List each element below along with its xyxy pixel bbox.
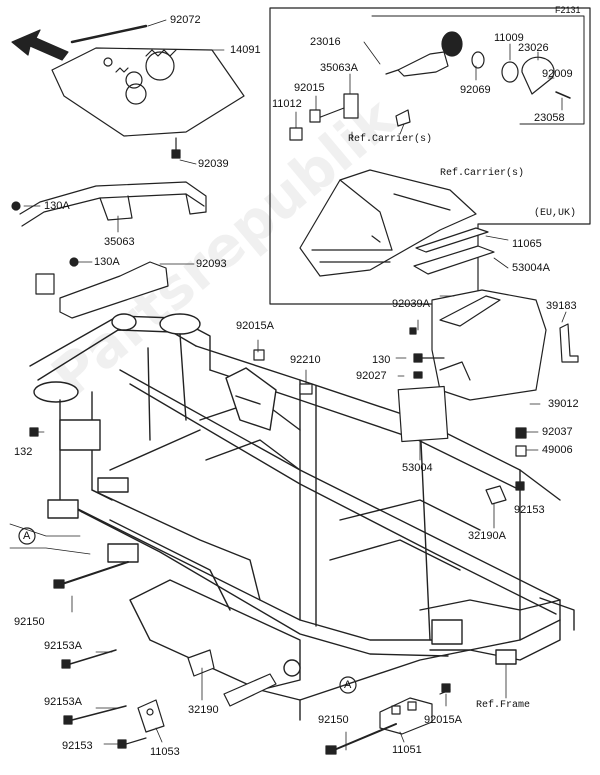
label-92039a: 92039A	[392, 298, 430, 310]
label-39012: 39012	[548, 398, 579, 410]
region-label: (EU,UK)	[534, 208, 577, 219]
label-11012: 11012	[272, 98, 302, 110]
label-92015: 92015	[294, 82, 325, 94]
label-11051: 11051	[392, 744, 422, 756]
label-a-left: A	[23, 530, 31, 542]
label-132: 132	[14, 446, 33, 458]
label-92037: 92037	[542, 426, 573, 438]
bracket-32190	[187, 649, 277, 707]
bolt-92150-bottom	[325, 723, 397, 755]
label-92153-right: 92153	[514, 504, 545, 516]
bracket-11053	[137, 699, 165, 733]
label-92039: 92039	[198, 158, 229, 170]
license-plate-group	[397, 227, 579, 457]
ref-carrier-2: Ref.Carrier(s)	[440, 168, 525, 179]
label-130: 130	[372, 354, 391, 366]
bracket-92093	[59, 261, 169, 319]
tie-strap-92072	[70, 24, 148, 44]
eu-uk-inset	[269, 7, 591, 305]
fasteners	[29, 349, 525, 505]
bolt-92039	[171, 137, 181, 159]
label-92015a-top: 92015A	[236, 320, 274, 332]
label-92009: 92009	[542, 68, 573, 80]
label-39183: 39183	[546, 300, 577, 312]
label-35063: 35063	[104, 236, 135, 248]
label-49006: 49006	[542, 444, 573, 456]
label-23026: 23026	[518, 42, 549, 54]
label-53004a: 53004A	[512, 262, 550, 274]
label-14091: 14091	[230, 44, 261, 56]
label-92015a-bottom: 92015A	[424, 714, 462, 726]
marker-a-left	[18, 527, 36, 545]
label-92153a-upper: 92153A	[44, 640, 82, 652]
figure-id: F2131	[555, 5, 581, 15]
label-130a-top: 130A	[44, 200, 70, 212]
label-92150-left: 92150	[14, 616, 45, 628]
label-130a-mid: 130A	[94, 256, 120, 268]
label-32190a: 32190A	[468, 530, 506, 542]
label-23058: 23058	[534, 112, 565, 124]
guard-35063	[11, 181, 207, 295]
ref-frame: Ref.Frame	[476, 700, 531, 711]
label-a-bottom: A	[344, 679, 352, 691]
label-92027: 92027	[356, 370, 387, 382]
label-92072: 92072	[170, 14, 201, 26]
ref-carrier-1: Ref.Carrier(s)	[348, 134, 433, 145]
label-11053: 11053	[150, 746, 180, 758]
label-92153-left: 92153	[62, 740, 93, 752]
label-92093: 92093	[196, 258, 227, 270]
marker-a-bottom	[339, 676, 357, 694]
front-direction-arrow-icon	[11, 29, 69, 61]
floor-mat-14091	[51, 47, 245, 137]
label-92069: 92069	[460, 84, 491, 96]
label-53004: 53004	[402, 462, 433, 474]
label-11009: 11009	[494, 32, 524, 44]
label-11065: 11065	[512, 238, 542, 250]
label-92153a-lower: 92153A	[44, 696, 82, 708]
leader-lines	[23, 19, 567, 751]
label-92210: 92210	[290, 354, 321, 366]
label-23016: 23016	[310, 36, 341, 48]
label-35063a: 35063A	[320, 62, 358, 74]
label-92150-bottom: 92150	[318, 714, 349, 726]
left-bolts	[53, 561, 147, 749]
label-32190: 32190	[188, 704, 219, 716]
main-frame	[29, 313, 575, 721]
